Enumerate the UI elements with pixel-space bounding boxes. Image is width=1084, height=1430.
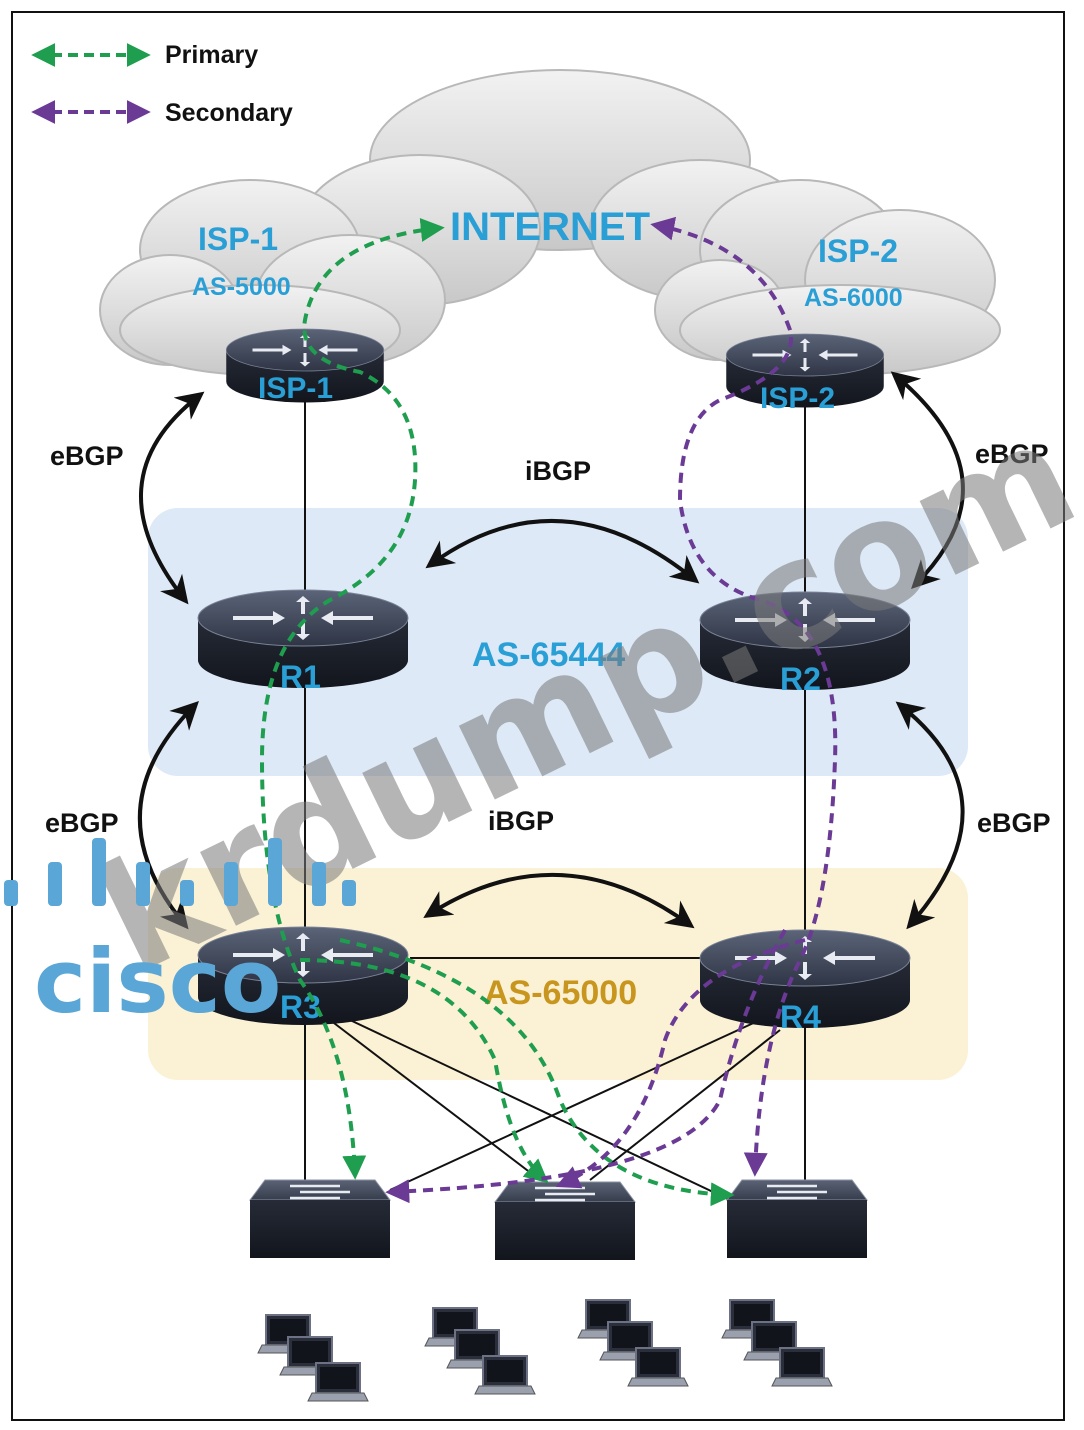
router-r2-label: R2: [780, 661, 821, 697]
isp1-cloud-as: AS-5000: [192, 273, 291, 301]
ibgp-r1-r2-label: iBGP: [525, 456, 591, 486]
router-r4-label: R4: [780, 999, 821, 1035]
diagram-frame: [11, 11, 1065, 1421]
laptop-icon: [578, 1300, 688, 1386]
cisco-logo-bars: [4, 838, 356, 906]
router-r1-label: R1: [280, 659, 321, 695]
isp1-cloud-name: ISP-1: [198, 221, 278, 257]
switch-icon: [248, 1178, 392, 1260]
as65444-label: AS-65444: [472, 636, 625, 674]
ebgp-r1-r3-label: eBGP: [45, 808, 119, 838]
ebgp-r2-r4-label: eBGP: [977, 808, 1051, 838]
router-r3-label: R3: [280, 989, 321, 1025]
isp2-cloud-name: ISP-2: [818, 233, 898, 269]
switch-icon: [725, 1178, 869, 1260]
ebgp-isp2-r2-label: eBGP: [975, 439, 1049, 469]
legend-primary-label: Primary: [165, 41, 258, 69]
legend-secondary-label: Secondary: [165, 99, 293, 127]
switch-icon: [493, 1180, 637, 1262]
primary-path: [259, 217, 735, 1207]
internet-label: INTERNET: [450, 205, 650, 249]
ebgp-isp1-r1-label: eBGP: [50, 441, 124, 471]
as65000-label: AS-65000: [484, 974, 637, 1012]
laptop-icon: [722, 1300, 832, 1386]
secondary-path: [385, 216, 838, 1204]
legend: Primary Secondary: [31, 41, 293, 127]
router-isp2-label: ISP-2: [760, 382, 835, 415]
laptop-icon: [425, 1308, 535, 1394]
isp2-cloud-as: AS-6000: [804, 284, 903, 312]
ibgp-r3-r4-label: iBGP: [488, 806, 554, 836]
router-isp1-label: ISP-1: [258, 372, 333, 405]
laptop-icon: [258, 1315, 368, 1401]
cisco-logo-text: cisco: [34, 930, 281, 1033]
